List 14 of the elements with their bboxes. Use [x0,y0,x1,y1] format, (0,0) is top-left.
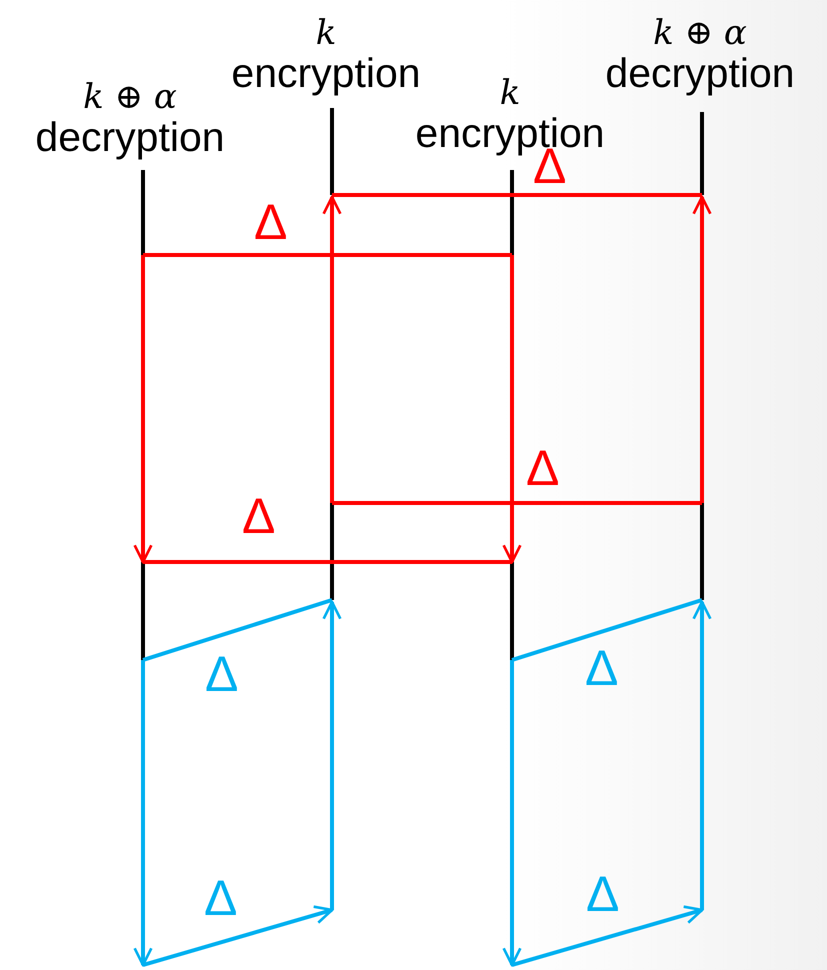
difference-label: Δ [204,872,238,924]
operation-label: encryption [231,52,421,94]
operation-label: decryption [35,116,225,158]
operation-label: decryption [605,52,795,94]
difference-label: Δ [585,642,618,694]
difference-label: Δ [254,196,288,248]
difference-label: Δ [526,442,560,494]
difference-label: Δ [242,490,276,542]
key-label: k ⊕ α [83,78,177,116]
key-label: k ⊕ α [653,14,747,52]
key-label: k [500,74,520,112]
difference-label: Δ [586,868,620,920]
key-label: k [316,14,336,52]
difference-label: Δ [205,648,238,700]
